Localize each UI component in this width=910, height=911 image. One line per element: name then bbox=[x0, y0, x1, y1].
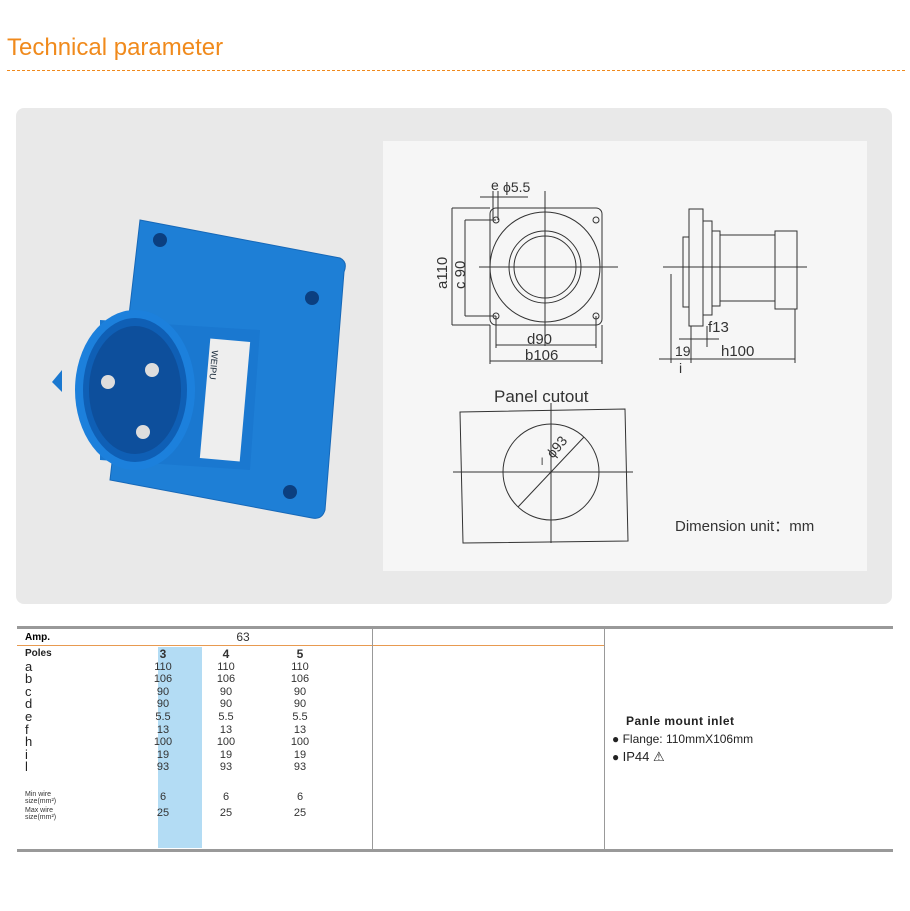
dim-l-value: ϕ93 bbox=[543, 433, 570, 461]
table-cell: 90 bbox=[156, 685, 170, 698]
dim-i-value: 19 bbox=[675, 343, 691, 359]
table-cell: 5.5 bbox=[218, 711, 234, 723]
dim-e: e bbox=[491, 177, 499, 193]
amp-label: Amp. bbox=[25, 632, 50, 643]
row-label: Min wire size(mm²) bbox=[25, 791, 57, 805]
table-cell: 25 bbox=[293, 807, 307, 819]
table-cell: 5.5 bbox=[155, 711, 171, 723]
row-label: b bbox=[25, 671, 33, 687]
table-cell: 13 bbox=[156, 723, 170, 736]
table-cell: 110 bbox=[291, 660, 309, 673]
dim-a: a110 bbox=[434, 257, 451, 289]
product-brand: WEIPU bbox=[207, 350, 220, 380]
table-cell: 13 bbox=[293, 723, 307, 736]
table-cell: 25 bbox=[219, 807, 233, 819]
row-label: i bbox=[25, 746, 28, 762]
table-cell: 6 bbox=[159, 791, 167, 803]
table-cell: 90 bbox=[219, 685, 233, 698]
page-title: Technical parameter bbox=[7, 34, 224, 61]
info-flange: Flange: 110mmX106mm bbox=[622, 732, 754, 746]
table-cell: 90 bbox=[293, 685, 307, 698]
row-label: e bbox=[25, 709, 33, 724]
product-info: Panle mount inlet ● Flange: 110mmX106mm … bbox=[612, 712, 753, 766]
table-cell: 25 bbox=[156, 807, 170, 819]
column-divider bbox=[604, 629, 605, 849]
dim-f: f13 bbox=[708, 319, 729, 336]
table-cell: 100 bbox=[290, 736, 310, 749]
panel-cutout-view bbox=[453, 403, 633, 544]
row-label: f bbox=[25, 721, 29, 737]
info-heading: Panle mount inlet bbox=[626, 714, 735, 728]
row-label: d bbox=[25, 696, 33, 712]
table-cell: 100 bbox=[153, 736, 173, 749]
dim-i: i bbox=[679, 360, 682, 376]
title-divider bbox=[7, 70, 905, 71]
table-cell: 93 bbox=[293, 761, 307, 774]
row-label: Poles bbox=[25, 648, 52, 659]
amp-rule bbox=[17, 645, 604, 646]
table-bottom-rule bbox=[17, 849, 893, 852]
table-cell: 13 bbox=[219, 723, 233, 736]
info-item: ● IP44 ⚠ bbox=[612, 749, 665, 764]
table-cell: 5.5 bbox=[292, 711, 308, 723]
dim-h: h100 bbox=[721, 343, 754, 360]
table-cell: 6 bbox=[296, 791, 304, 803]
table-cell: 93 bbox=[219, 761, 233, 774]
table-cell: 90 bbox=[293, 698, 307, 711]
table-cell: 100 bbox=[216, 736, 236, 749]
table-cell: 19 bbox=[219, 748, 233, 761]
table-cell: 106 bbox=[153, 673, 173, 686]
dim-b: b106 bbox=[525, 347, 558, 364]
dim-l: l bbox=[541, 457, 543, 468]
row-label: Max wire size(mm²) bbox=[25, 807, 57, 821]
table-cell: 90 bbox=[219, 698, 233, 711]
product-image: WEIPU bbox=[52, 219, 346, 519]
table-cell: 4 bbox=[222, 647, 230, 661]
front-view bbox=[451, 191, 618, 364]
table-cell: 3 bbox=[159, 647, 167, 661]
table-cell: 19 bbox=[156, 748, 170, 761]
table-cell: 110 bbox=[217, 660, 235, 673]
side-view bbox=[659, 208, 807, 363]
dim-e-value: ϕ5.5 bbox=[503, 179, 531, 195]
amp-value: 63 bbox=[236, 630, 250, 644]
dim-c: c 90 bbox=[452, 261, 469, 289]
column-divider bbox=[372, 629, 373, 849]
table-cell: 110 bbox=[154, 660, 172, 673]
cutout-title: Panel cutout bbox=[494, 387, 589, 406]
dimension-drawing: e ϕ5.5 a110 c 90 d90 b106 f13 19 i h100 … bbox=[383, 141, 867, 571]
highlight-column-3-poles bbox=[158, 647, 202, 848]
table-cell: 19 bbox=[293, 748, 307, 761]
table-cell: 90 bbox=[156, 698, 170, 711]
table-cell: 106 bbox=[216, 673, 236, 686]
info-ip-rating: IP44 ⚠ bbox=[622, 749, 665, 764]
table-cell: 106 bbox=[290, 673, 310, 686]
row-label: c bbox=[25, 683, 32, 699]
dimension-unit: Dimension unit：mm bbox=[675, 518, 814, 535]
row-label: l bbox=[25, 759, 28, 775]
row-label: a bbox=[25, 658, 33, 674]
dim-d: d90 bbox=[527, 331, 552, 348]
row-label: h bbox=[25, 734, 33, 750]
table-top-rule bbox=[17, 626, 893, 629]
table-cell: 6 bbox=[222, 791, 230, 803]
table-cell: 93 bbox=[156, 761, 170, 774]
table-cell: 5 bbox=[296, 647, 304, 661]
info-item: ● Flange: 110mmX106mm bbox=[612, 732, 754, 746]
